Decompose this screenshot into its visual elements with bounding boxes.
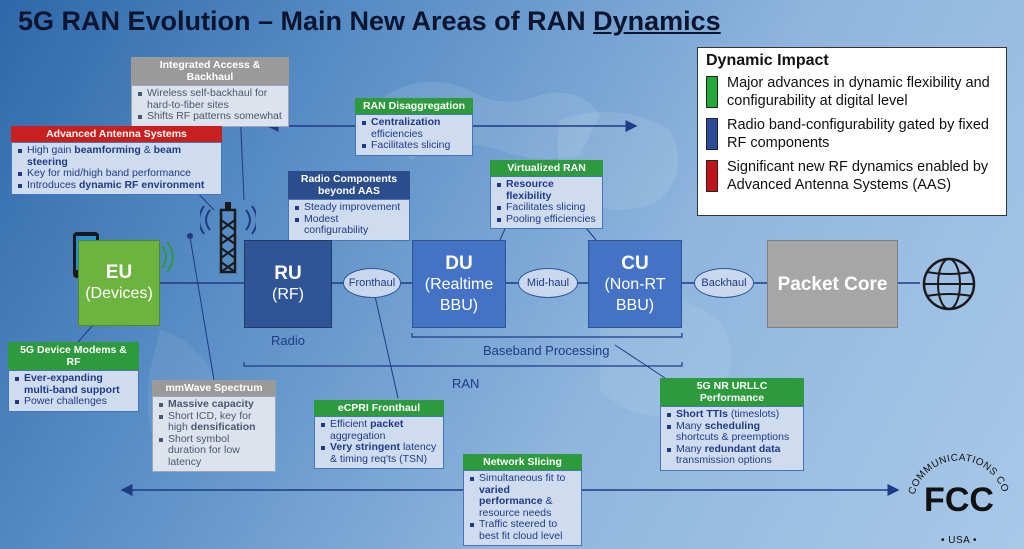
- ran-label: RAN: [452, 376, 480, 391]
- legend-item-blue: Radio band-configurability gated by fixe…: [706, 116, 998, 152]
- dynamic-impact-legend: Dynamic Impact Major advances in dynamic…: [697, 47, 1007, 216]
- antenna-tower-icon: [200, 202, 256, 274]
- callout-urllc: 5G NR URLLC Performance Short TTIs (time…: [660, 378, 804, 471]
- legend-item-red: Significant new RF dynamics enabled by A…: [706, 158, 998, 194]
- legend-title: Dynamic Impact: [706, 52, 829, 69]
- callout-device-modems: 5G Device Modems & RF Ever-expanding mul…: [8, 342, 139, 412]
- callout-mmwave: mmWave Spectrum Massive capacity Short I…: [152, 380, 276, 472]
- callout-network-slicing: Network Slicing Simultaneous fit to vari…: [463, 454, 582, 546]
- callout-aas: Advanced Antenna Systems High gain beamf…: [11, 126, 222, 195]
- legend-swatch-green: [706, 76, 718, 108]
- callout-ecpri: eCPRI Fronthaul Efficient packet aggrega…: [314, 400, 444, 469]
- fcc-seal-icon: FEDERAL COMMUNICATIONS COMMISSION • USA …: [898, 425, 1010, 546]
- legend-swatch-blue: [706, 118, 718, 150]
- radio-label: Radio: [271, 333, 305, 348]
- legend-item-green: Major advances in dynamic flexibility an…: [706, 74, 998, 110]
- page-title: 5G RAN Evolution – Main New Areas of RAN…: [18, 6, 721, 36]
- cu-box: CU (Non-RT BBU): [588, 240, 682, 328]
- midhaul-oval: Mid-haul: [518, 268, 578, 298]
- legend-swatch-red: [706, 160, 718, 192]
- eu-devices-box: EU (Devices): [78, 240, 160, 326]
- globe-icon: [922, 257, 976, 311]
- title-underlined: Dynamics: [593, 6, 721, 36]
- svg-text:FCC: FCC: [924, 481, 994, 519]
- baseband-processing-label: Baseband Processing: [483, 343, 610, 358]
- svg-text:• USA •: • USA •: [941, 535, 977, 546]
- packet-core-box: Packet Core: [767, 240, 898, 328]
- du-box: DU (Realtime BBU): [412, 240, 506, 328]
- mmwave-antenna-icon: [187, 233, 193, 239]
- fronthaul-oval: Fronthaul: [343, 268, 401, 298]
- callout-virtualized-ran: Virtualized RAN Resource flexibility Fac…: [490, 160, 603, 229]
- backhaul-oval: Backhaul: [694, 268, 754, 298]
- ru-box: RU (RF): [244, 240, 332, 328]
- callout-ran-disaggregation: RAN Disaggregation Centralization effici…: [355, 98, 473, 156]
- callout-iab: Integrated Access & Backhaul Wireless se…: [131, 57, 289, 127]
- signal-waves-icon: [161, 241, 174, 273]
